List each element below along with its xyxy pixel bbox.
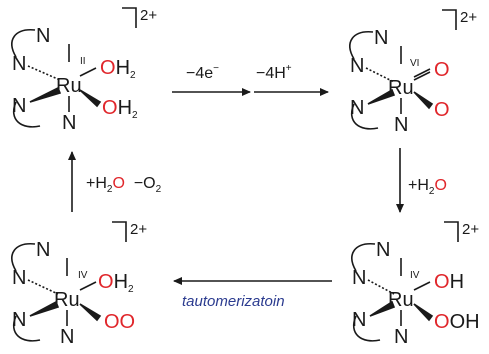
arrow-right-label: +H2O [408, 177, 447, 197]
n-bottom: N [394, 326, 408, 348]
charge-bracket [122, 7, 137, 28]
complex-ru2: N N N N Ru II OH2 OH2 2+ [11, 7, 157, 134]
chelate-arc-top [349, 31, 374, 60]
chelate-arc-bottom [13, 101, 41, 128]
n-top-back: N [374, 27, 388, 49]
n-left-bottom: N [12, 95, 26, 117]
arrow-top-label-protons: −4H+ [256, 63, 292, 82]
n-top-back: N [36, 239, 50, 261]
bond-hashed [27, 65, 61, 81]
oxidation-state: II [80, 56, 86, 67]
bond-wedge-right [413, 303, 434, 322]
n-left-bottom: N [352, 309, 366, 331]
bond-hashed [367, 279, 395, 295]
charge: 2+ [462, 221, 479, 238]
n-left-top: N [350, 55, 364, 77]
bond-wedge-right [79, 303, 102, 322]
ligand-top-right: OH2 [98, 271, 134, 295]
n-top-back: N [36, 25, 50, 47]
oxidation-state: VI [410, 58, 419, 69]
n-left-bottom: N [12, 309, 26, 331]
n-bottom: N [60, 326, 74, 348]
bond-right-top [79, 67, 97, 77]
ligand-top-right: OH [434, 271, 464, 293]
oxidation-state: IV [78, 270, 88, 281]
chelate-arc-top [11, 243, 36, 272]
arrow-left: +H2O −O2 [68, 151, 162, 212]
arrow-left-label: +H2O −O2 [86, 175, 162, 195]
n-left-top: N [12, 53, 26, 75]
n-bottom: N [394, 114, 408, 136]
charge-bracket [444, 221, 459, 242]
bond-right-top [413, 68, 431, 78]
oxidation-state: IV [410, 270, 420, 281]
ru-center: Ru [388, 77, 414, 99]
bond-wedge-left [367, 88, 396, 105]
arrow-top-label-electrons: −4e− [186, 63, 219, 82]
arrow-top: −4e− −4H+ [172, 63, 329, 96]
complex-ru4-ooh: N N N N Ru IV OH OOH 2+ [351, 221, 480, 348]
ligand-top-right: O [434, 59, 450, 81]
bond-right-top [79, 281, 97, 291]
ligand-bottom-right: OH2 [102, 97, 138, 121]
chelate-arc-bottom [351, 103, 379, 130]
charge: 2+ [140, 7, 157, 24]
n-top-back: N [376, 239, 390, 261]
ligand-top-right: OH2 [100, 57, 136, 81]
arrow-right: +H2O [396, 148, 447, 213]
charge: 2+ [460, 9, 477, 26]
ru-center: Ru [56, 75, 82, 97]
ru-center: Ru [388, 289, 414, 311]
complex-ru6: N N N N Ru VI O O 2+ [349, 9, 477, 136]
ligand-bottom-right: O [434, 99, 450, 121]
chelate-arc-bottom [353, 315, 381, 342]
bond-wedge-left [29, 86, 62, 103]
charge-bracket [112, 221, 127, 242]
bond-hashed [365, 67, 395, 83]
charge-bracket [442, 9, 457, 30]
chelate-arc-bottom [13, 315, 41, 342]
bond-wedge-right [79, 89, 102, 108]
arrow-bottom: tautomerizatoin [173, 277, 332, 310]
n-left-top: N [12, 267, 26, 289]
n-left-top: N [352, 267, 366, 289]
ligand-bottom-right: OO [104, 311, 135, 333]
bond-right-top-double [413, 71, 431, 81]
bond-wedge-left [29, 300, 60, 317]
charge: 2+ [130, 221, 147, 238]
bond-hashed [27, 279, 59, 295]
bond-wedge-left [369, 300, 396, 317]
ligand-bottom-right: OOH [434, 311, 480, 333]
n-left-bottom: N [350, 97, 364, 119]
n-bottom: N [62, 112, 76, 134]
bond-right-top [413, 281, 431, 291]
chelate-arc-top [351, 243, 376, 272]
chelate-arc-top [11, 29, 36, 58]
bond-wedge-right [413, 91, 434, 110]
ru-center: Ru [54, 289, 80, 311]
complex-ru4-oo: N N N N Ru IV OH2 OO 2+ [11, 221, 147, 348]
arrow-bottom-label: tautomerizatoin [182, 293, 285, 310]
